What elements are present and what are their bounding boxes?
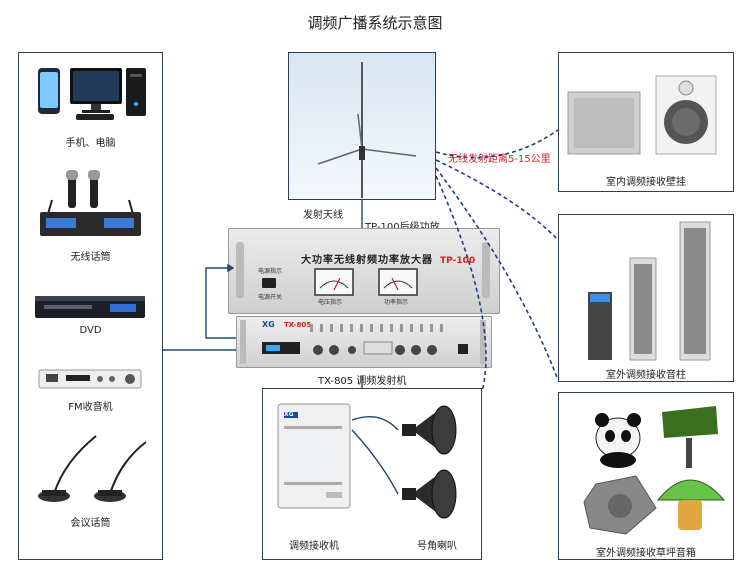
wireless-microphone-icon <box>40 170 141 236</box>
amplifier-power-switch-label: 电源开关 <box>258 294 283 301</box>
source-label-conference-mic: 会议话筒 <box>70 518 111 529</box>
diagram-title: 调频广播系统示意图 <box>307 14 443 32</box>
receiver-brand: XG <box>284 411 294 418</box>
transmitter-controls <box>240 320 486 364</box>
amplifier-handle-right <box>482 242 490 298</box>
source-label-phone-computer: 手机、电脑 <box>65 138 116 149</box>
voltage-meter-icon <box>314 268 354 296</box>
amplifier-model: TP-100 <box>440 256 476 266</box>
amplifier-power-indicator-label: 电源指示 <box>258 268 283 275</box>
fm-radio-icon <box>38 369 142 389</box>
range-label: 无线发射距离5-15公里 <box>448 154 551 165</box>
power-meter-icon <box>378 268 418 296</box>
antenna-icon <box>317 62 417 198</box>
indoor-receiver-label: 室内调频接收壁挂 <box>606 177 686 188</box>
source-label-dvd: DVD <box>79 325 102 336</box>
amplifier-label: TP-100后级功放 <box>365 218 440 233</box>
horn-speaker-icon <box>402 405 457 519</box>
dvd-player-icon <box>35 296 145 318</box>
horn-label: 号角喇叭 <box>417 541 457 552</box>
lawn-speaker-icon <box>583 406 726 535</box>
conference-microphone-icon <box>38 435 147 502</box>
amplifier-rack <box>228 228 500 314</box>
antenna-label: 发射天线 <box>303 210 343 221</box>
fm-receiver-icon <box>277 403 351 509</box>
outdoor-lawn-label: 室外调频接收草坪音箱 <box>596 548 696 559</box>
amplifier-power-switch[interactable] <box>262 278 276 288</box>
transmitter-brand: XG <box>262 320 275 329</box>
transmitter-model: TX-805 <box>284 321 312 329</box>
phone-computer-icon <box>38 68 146 120</box>
amplifier-handle-left <box>236 242 244 298</box>
source-label-fm-radio: FM收音机 <box>68 402 113 413</box>
indoor-wall-speaker-icon <box>567 75 717 155</box>
outdoor-column-speaker-icon <box>588 221 711 361</box>
source-label-wireless-mic: 无线话筒 <box>70 252 111 263</box>
voltage-meter-label: 电压指示 <box>318 299 343 306</box>
receiver-label: 调频接收机 <box>289 541 339 552</box>
amplifier-panel-title: 大功率无线射频功率放大器 <box>301 255 433 266</box>
outdoor-column-label: 室外调频接收音柱 <box>606 370 686 381</box>
power-meter-label: 功率指示 <box>384 299 409 306</box>
